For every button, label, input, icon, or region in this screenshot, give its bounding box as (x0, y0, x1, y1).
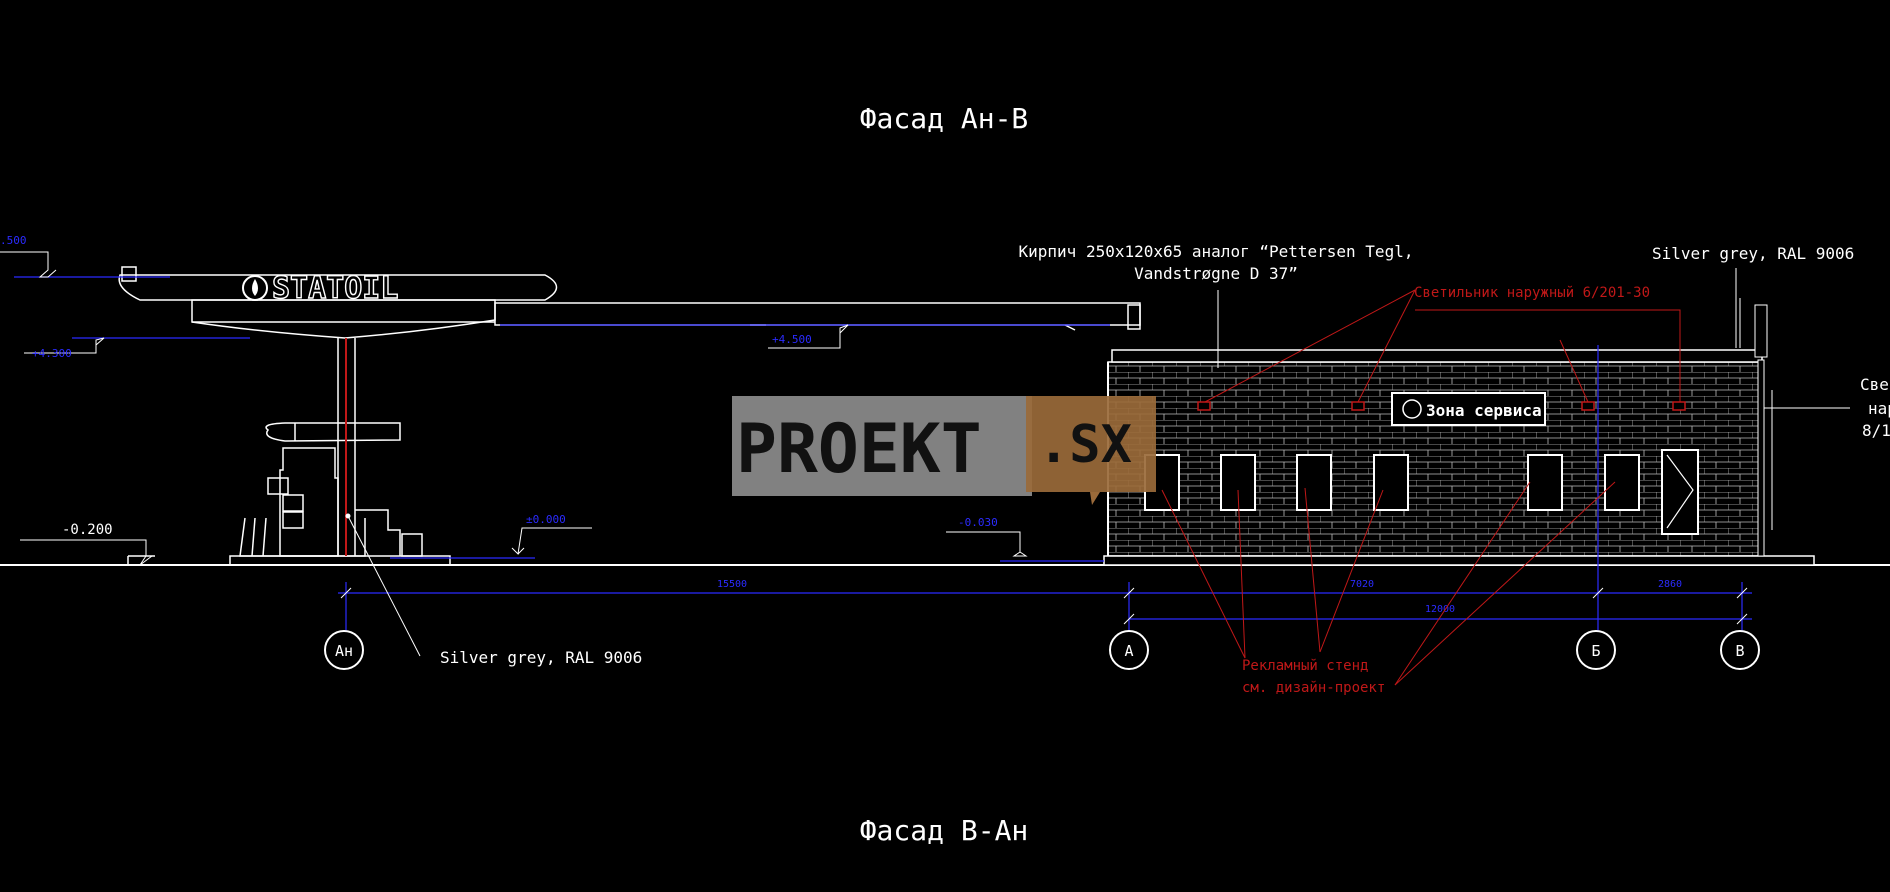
level-canopy-high: +4.500 (772, 333, 812, 346)
callout-silver-bottom: Silver grey, RAL 9006 (440, 648, 642, 667)
callout-silver-top: Silver grey, RAL 9006 (1652, 244, 1854, 263)
axis-marker-an (324, 630, 364, 670)
title-bottom: Фасад В-Ан (860, 814, 1029, 847)
level-marks: .500 +4.300 +4.500 -0.200 ±0.000 -0.030 (0, 234, 1028, 566)
title-top: Фасад Ан-В (860, 102, 1029, 135)
watermark: PROEKT .SX (732, 396, 1156, 505)
leader-dot (345, 513, 351, 519)
axis-lines (14, 276, 1743, 632)
callout-right-cut-2: нар (1868, 399, 1890, 418)
statoil-sign: STATOIL (242, 270, 399, 307)
statoil-sign-text: STATOIL (272, 271, 398, 306)
level-ground-left: -0.200 (62, 522, 113, 538)
dimension-lines: 15500 7020 2860 12000 (338, 579, 1752, 625)
callout-brick-line2: Vandstrøgne D 37” (1134, 264, 1298, 283)
dim-span-ab: 7020 (1350, 579, 1374, 590)
callout-ad-line2: см. дизайн-проект (1242, 680, 1385, 696)
watermark-right-text: .SX (1038, 415, 1132, 475)
red-leaders (1161, 289, 1681, 686)
axis-markers: Ан А Б В (324, 630, 1760, 670)
dim-span-bv: 2860 (1658, 579, 1682, 590)
service-building: Зона сервиса (1103, 268, 1850, 566)
axis-marker-v (1720, 630, 1760, 670)
white-leaders (347, 268, 1737, 657)
dim-span-main: 15500 (717, 579, 747, 590)
callout-lamp: Светильник наружный 6/201-30 (1414, 285, 1650, 301)
callout-ad-line1: Рекламный стенд (1242, 658, 1368, 674)
axis-label-v: В (1735, 642, 1744, 660)
level-top-left: .500 (0, 234, 27, 247)
axis-label-a: А (1124, 642, 1133, 660)
watermark-left-text: PROEKT (736, 410, 982, 489)
axis-label-b: Б (1591, 642, 1600, 660)
axis-marker-a (1109, 630, 1149, 670)
fuel-canopy (118, 266, 1141, 566)
callout-brick-line1: Кирпич 250х120х65 аналог “Pettersen Tegl… (1019, 242, 1414, 261)
dim-span-total: 12000 (1425, 604, 1455, 615)
axis-label-an: Ан (335, 642, 353, 660)
level-ground-building: -0.030 (958, 516, 998, 529)
callout-right-cut-1: Све (1860, 375, 1889, 394)
level-canopy-low: +4.300 (32, 347, 72, 360)
level-ground-zero: ±0.000 (526, 513, 566, 526)
callout-right-cut-3: 8/10 (1862, 421, 1890, 440)
axis-marker-b (1576, 630, 1616, 670)
service-sign-text: Зона сервиса (1426, 401, 1542, 420)
